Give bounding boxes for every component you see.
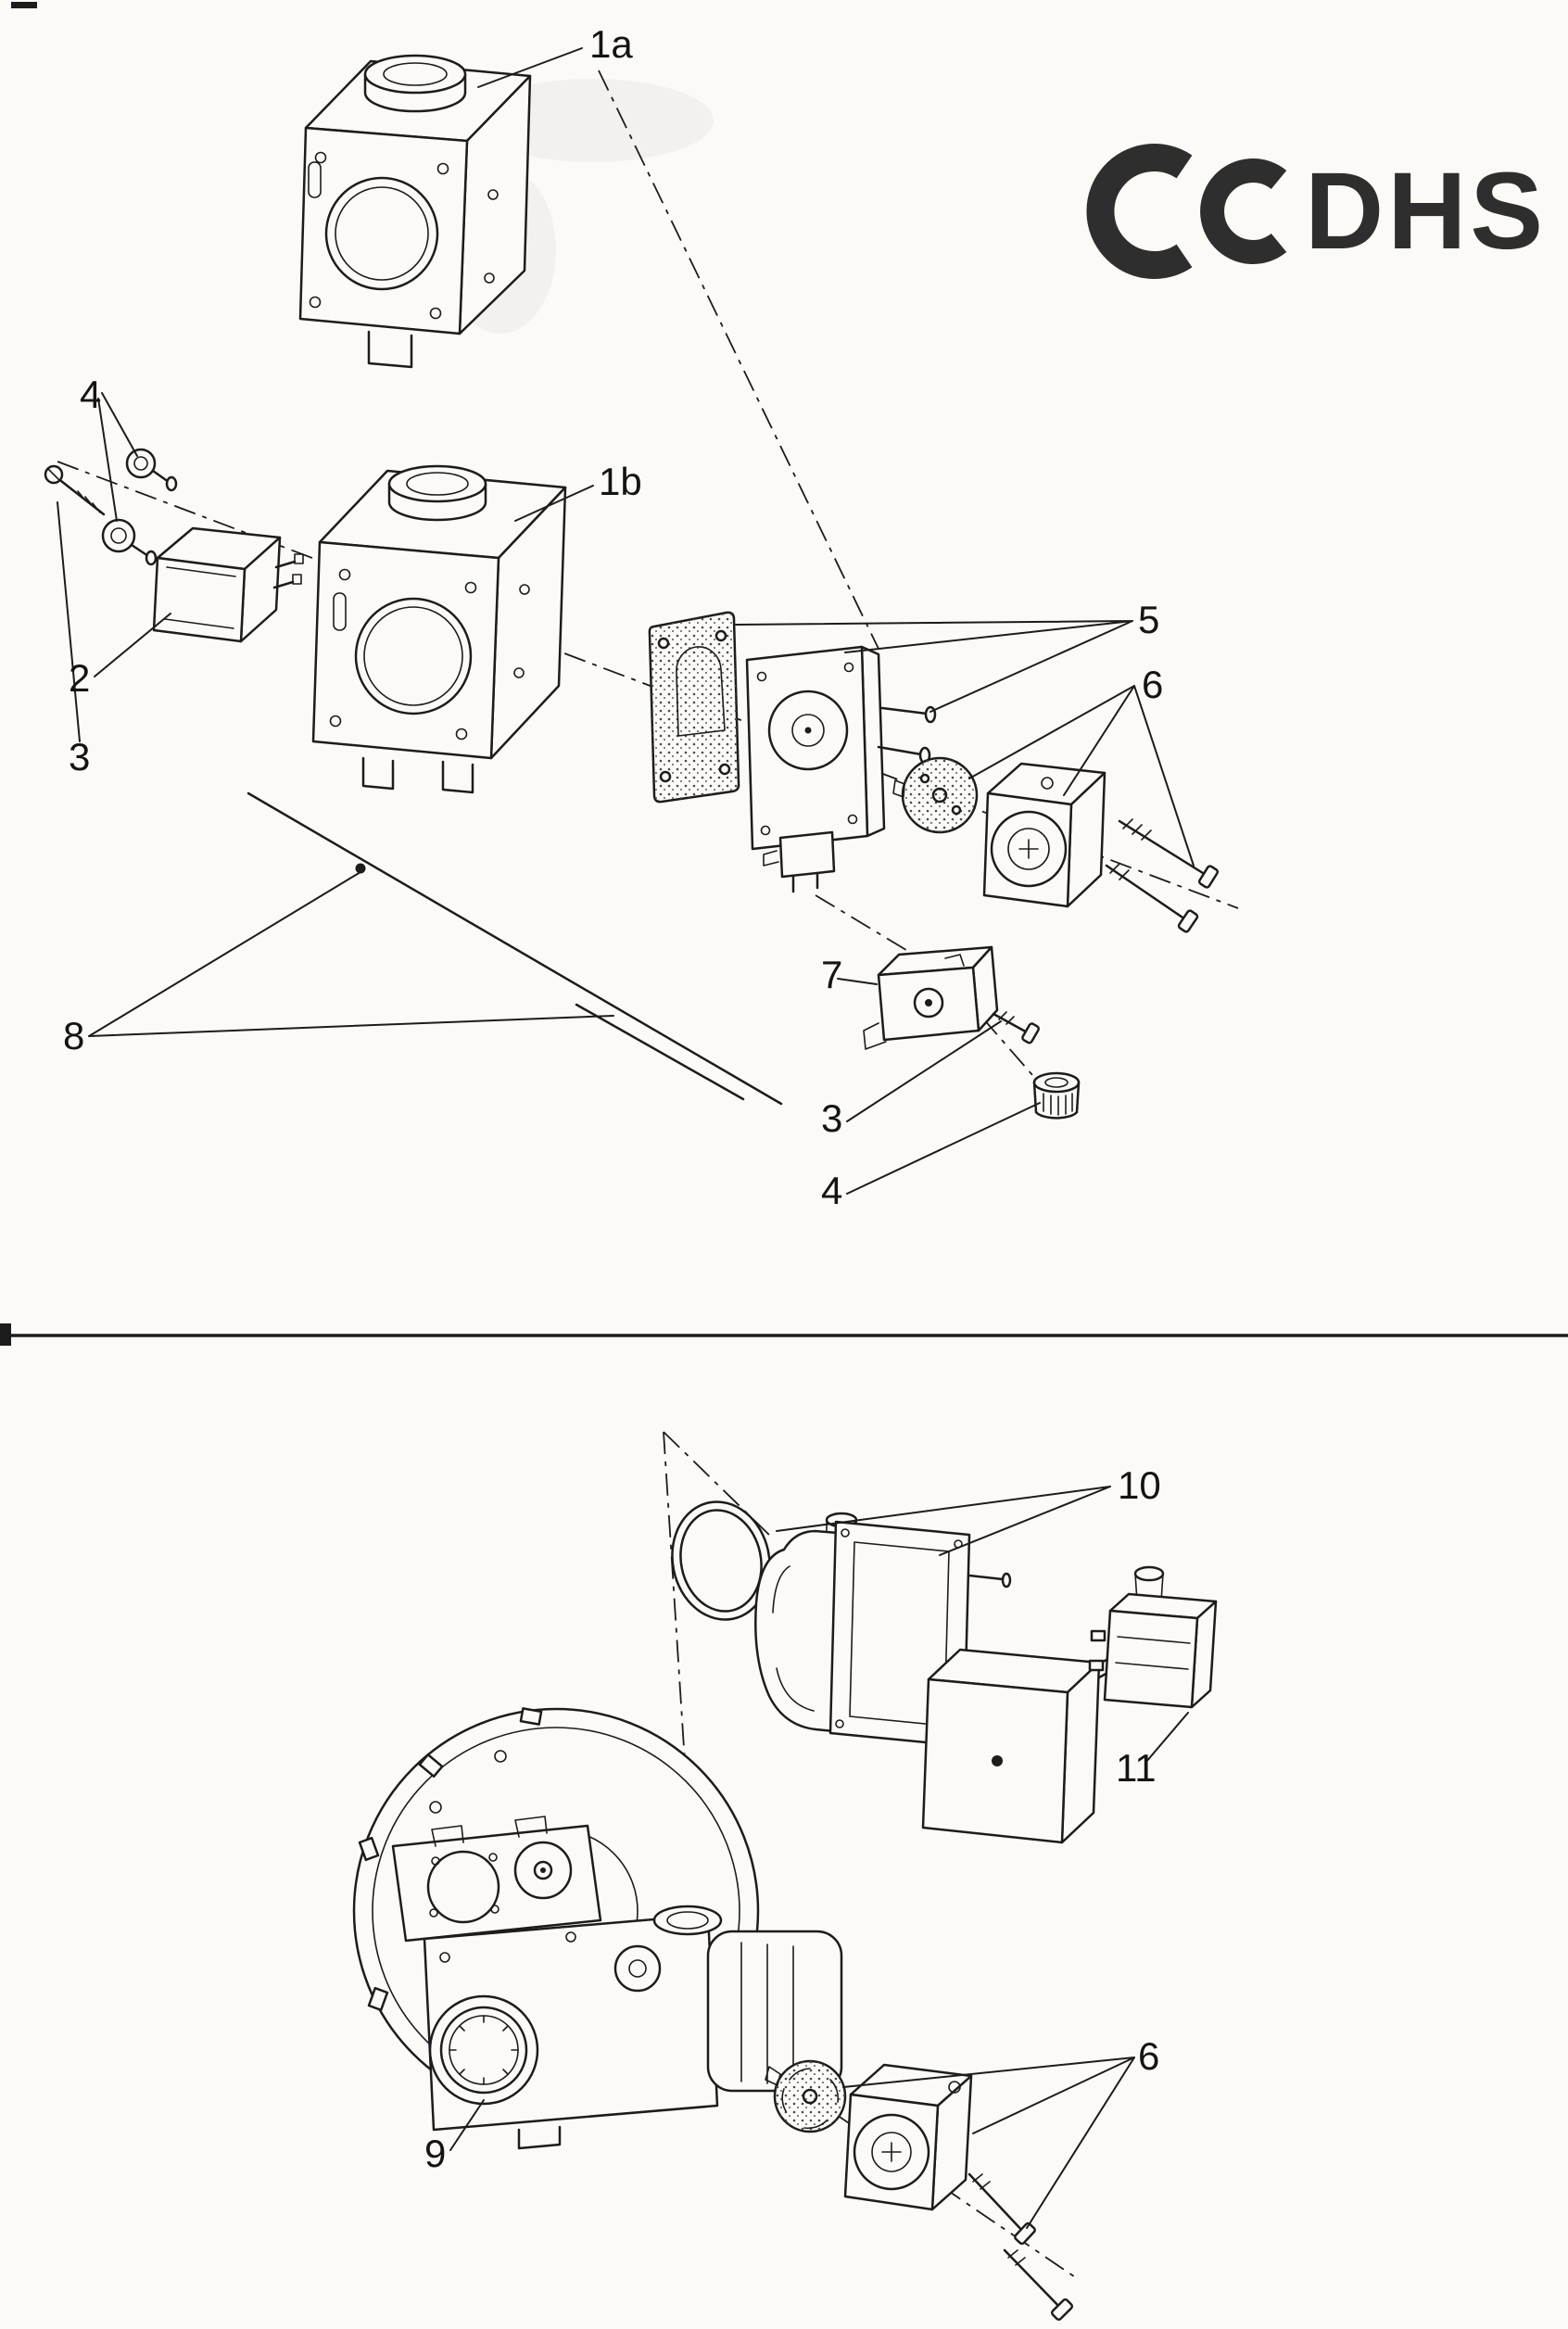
part-gas-valve-body-1a	[298, 54, 532, 369]
leader-lines-lower	[449, 1486, 1189, 2229]
part-screw-3b	[992, 1011, 1040, 1044]
callout-label-3: 3	[69, 735, 90, 778]
callout-label-8: 8	[63, 1014, 84, 1057]
part-coil-screws-6b	[967, 2172, 1074, 2322]
part-coil-screws-6	[1105, 818, 1220, 933]
callout-label-1b: 1b	[599, 460, 642, 503]
callout-label-7: 7	[821, 953, 842, 996]
part-gas-valve-body-1b	[311, 464, 567, 794]
part-screw-3	[44, 464, 106, 516]
part-gasket-5	[648, 611, 740, 804]
centerline-1a-to-plate	[598, 70, 879, 650]
logo-crescent-small	[1200, 158, 1287, 264]
part-coil-box-2	[152, 526, 304, 643]
part-gas-valve-block-9	[423, 1905, 843, 2150]
part-plug-4-upper	[125, 448, 178, 492]
callout-label-11: 11	[1116, 1746, 1157, 1790]
centerline-plate-to-block7	[815, 894, 924, 961]
part-coil-cube-10	[921, 1648, 1121, 1844]
leader-lines-upper	[57, 47, 1195, 1195]
logo-crescent-large	[1086, 144, 1193, 279]
callout-label-5: 5	[1138, 598, 1159, 641]
callout-label-4: 4	[80, 373, 101, 416]
part-regulator-plate-5	[745, 645, 886, 893]
part-rod-8	[247, 791, 783, 1106]
scan-mark-top-left	[11, 2, 37, 8]
centerline-10-vertical	[663, 1431, 689, 1806]
part-o-ring-10	[671, 1500, 771, 1621]
callout-label-1a: 1a	[589, 22, 633, 66]
callout-label-3b: 3	[821, 1096, 842, 1140]
part-solenoid-coil-6b	[843, 2063, 973, 2211]
part-solenoid-coil-6	[982, 762, 1106, 908]
centerline-block7-to-plug	[981, 1017, 1046, 1091]
callout-label-6: 6	[1142, 663, 1163, 706]
part-din-connector-11	[1088, 1565, 1218, 1709]
part-bracket-block-7	[863, 945, 999, 1050]
callout-label-2: 2	[69, 656, 90, 700]
logo-text: DHS	[1305, 150, 1547, 272]
callout-label-10: 10	[1118, 1463, 1161, 1507]
part-cover-disc-6b	[765, 2059, 847, 2133]
dhs-logo: DHS	[1086, 144, 1547, 279]
part-plug-4-lower	[101, 518, 158, 566]
part-plate-screws	[877, 705, 937, 765]
callout-label-6b: 6	[1138, 2034, 1159, 2078]
part-mounting-plate-9	[391, 1816, 602, 1943]
part-cover-disc-6	[892, 756, 979, 834]
callout-label-9: 9	[424, 2132, 446, 2175]
callout-label-4b: 4	[821, 1169, 842, 1212]
part-knurled-plug-4b	[1032, 1071, 1081, 1120]
